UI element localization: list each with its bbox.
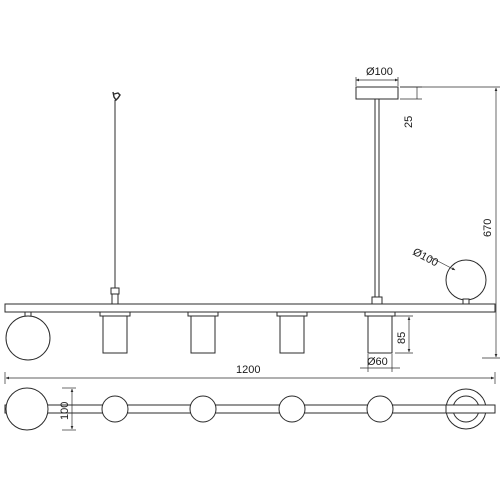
total-height-label: 670 bbox=[482, 219, 494, 237]
plan-width-label: 100 bbox=[59, 402, 71, 420]
elevation-view bbox=[4, 86, 496, 361]
bar-length-label: 1200 bbox=[236, 364, 260, 376]
dim-canopy-height: 25 bbox=[400, 86, 422, 128]
dim-plan-width: 100 bbox=[59, 387, 76, 431]
dim-spot-height: 85 bbox=[395, 315, 413, 354]
dim-bar-length: 1200 bbox=[4, 364, 496, 384]
dimension-lines: Ø100 25 670 Ø100 85 bbox=[4, 66, 500, 384]
spot-cylinder bbox=[367, 315, 393, 354]
spot-cylinder bbox=[102, 315, 128, 354]
plan-bar bbox=[4, 404, 496, 414]
right-globe bbox=[445, 259, 487, 305]
dim-spot-diameter: Ø60 bbox=[360, 354, 400, 372]
spot-cylinder bbox=[279, 315, 305, 354]
plan-view: 100 bbox=[4, 387, 496, 431]
plan-canopy bbox=[445, 388, 496, 430]
spot-mount bbox=[276, 311, 308, 317]
spot-cylinders bbox=[99, 311, 396, 354]
canopy-diameter-label: Ø100 bbox=[366, 66, 393, 78]
plan-spot bbox=[278, 395, 306, 423]
plan-spot bbox=[189, 395, 217, 423]
spot-mount bbox=[187, 311, 219, 317]
dim-canopy-diameter: Ø100 bbox=[355, 66, 399, 86]
plan-spot bbox=[366, 395, 394, 423]
canopy-height-label: 25 bbox=[403, 116, 415, 128]
suspension-cable bbox=[110, 91, 121, 305]
plan-left-globe bbox=[5, 387, 49, 431]
dim-total-height: 670 bbox=[400, 86, 500, 359]
left-globe bbox=[5, 311, 51, 361]
plan-spot bbox=[101, 395, 129, 423]
globe-diameter-label: Ø100 bbox=[411, 246, 440, 269]
ceiling-canopy bbox=[355, 86, 399, 305]
spot-diameter-label: Ø60 bbox=[367, 356, 388, 368]
dim-globe-diameter: Ø100 bbox=[411, 246, 456, 271]
spot-height-label: 85 bbox=[396, 332, 408, 344]
spot-cylinder bbox=[190, 315, 216, 354]
spot-mount bbox=[364, 311, 396, 317]
spot-mount bbox=[99, 311, 131, 317]
lamp-bar bbox=[4, 303, 496, 313]
